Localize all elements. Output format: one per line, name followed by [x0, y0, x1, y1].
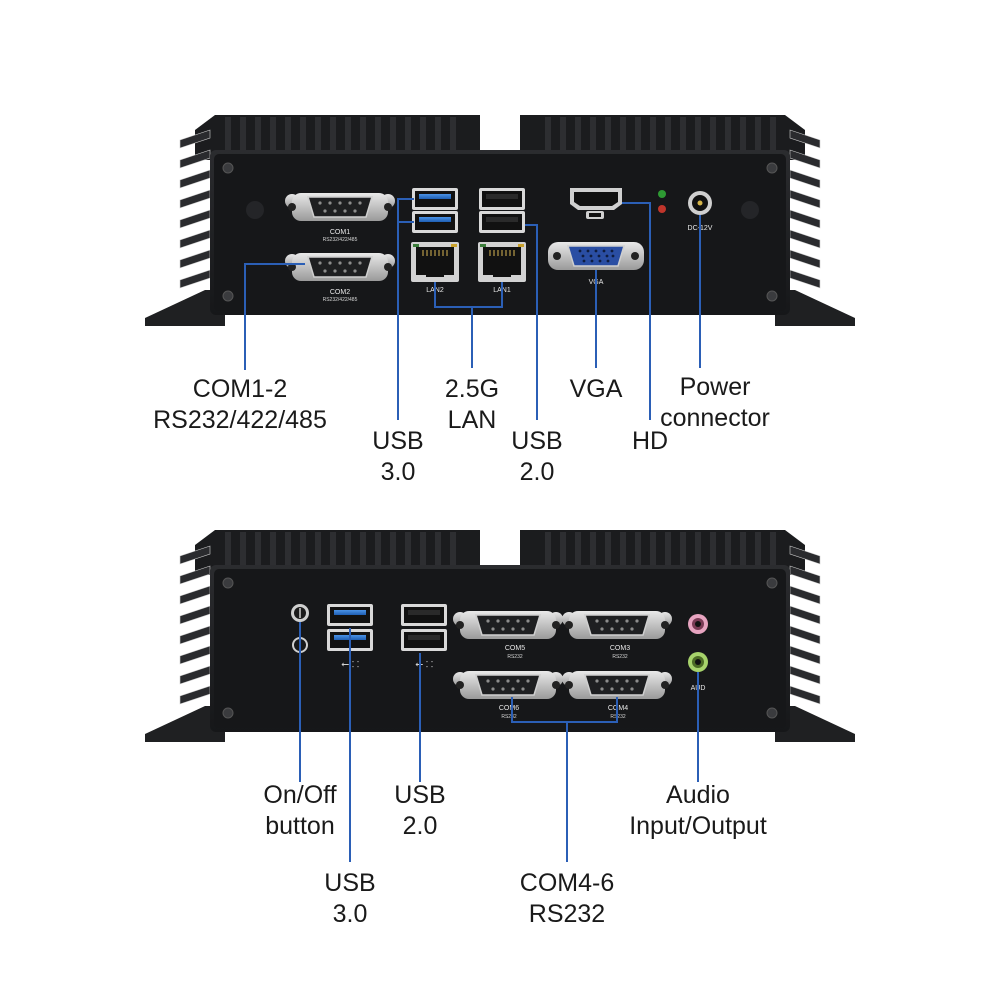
- com6-port-label: COM6: [499, 705, 519, 712]
- callout-vga: VGA: [569, 375, 623, 403]
- com3-port-sublabel: RS232: [612, 654, 628, 660]
- com3-port-label: COM3: [610, 645, 630, 652]
- audio-jack-mic-icon: [688, 614, 708, 634]
- callout-com1-2: COM1-2 RS232/422/485: [153, 375, 327, 434]
- com5-port-label: COM5: [505, 645, 525, 652]
- callout-power-connector: Power connector: [660, 373, 770, 432]
- com5-port-icon: [452, 610, 564, 640]
- led-indicator-green-icon: [658, 190, 666, 198]
- usb-symbol-icon: ⭠ ⸬: [415, 659, 433, 670]
- bottom-callout-lines: [299, 622, 699, 862]
- vga-port-icon: [548, 242, 644, 270]
- callout-usb3-bottom: USB 3.0: [324, 869, 376, 928]
- com4-port-label: COM4: [608, 705, 628, 712]
- com1-port-icon: [284, 192, 396, 222]
- com6-port-icon: [452, 670, 564, 700]
- callout-on-off-button: On/Off button: [263, 781, 337, 840]
- callout-audio: Audio Input/Output: [629, 781, 767, 840]
- dc-jack-icon: [688, 191, 712, 215]
- callout-com4-6: COM4-6 RS232: [519, 869, 615, 928]
- top-callout-lines: [244, 198, 701, 420]
- com2-port-sublabel: RS232/422/485: [323, 297, 358, 303]
- led-indicator-red-icon: [658, 205, 666, 213]
- com5-port-sublabel: RS232: [507, 654, 523, 660]
- callout-usb2-top: USB 2.0: [511, 427, 563, 486]
- audio-jack-line-out-icon: [688, 652, 708, 672]
- lan1-port-icon: [477, 241, 527, 283]
- hdmi-port-icon: [570, 188, 622, 219]
- com2-port-label: COM2: [330, 289, 350, 296]
- lan2-port-icon: [410, 241, 460, 283]
- com3-port-icon: [561, 610, 673, 640]
- com4-port-sublabel: RS232: [610, 714, 626, 720]
- callout-usb2-bottom: USB 2.0: [394, 781, 446, 840]
- com6-port-sublabel: RS232: [501, 714, 517, 720]
- callout-lan: 2.5G LAN: [444, 375, 500, 434]
- com1-port-label: COM1: [330, 229, 350, 236]
- com2-port-icon: [284, 252, 396, 282]
- com4-port-icon: [561, 670, 673, 700]
- callout-hd: HD: [631, 427, 669, 455]
- com1-port-sublabel: RS232/422/485: [323, 237, 358, 243]
- callout-usb3-top: USB 3.0: [372, 427, 424, 486]
